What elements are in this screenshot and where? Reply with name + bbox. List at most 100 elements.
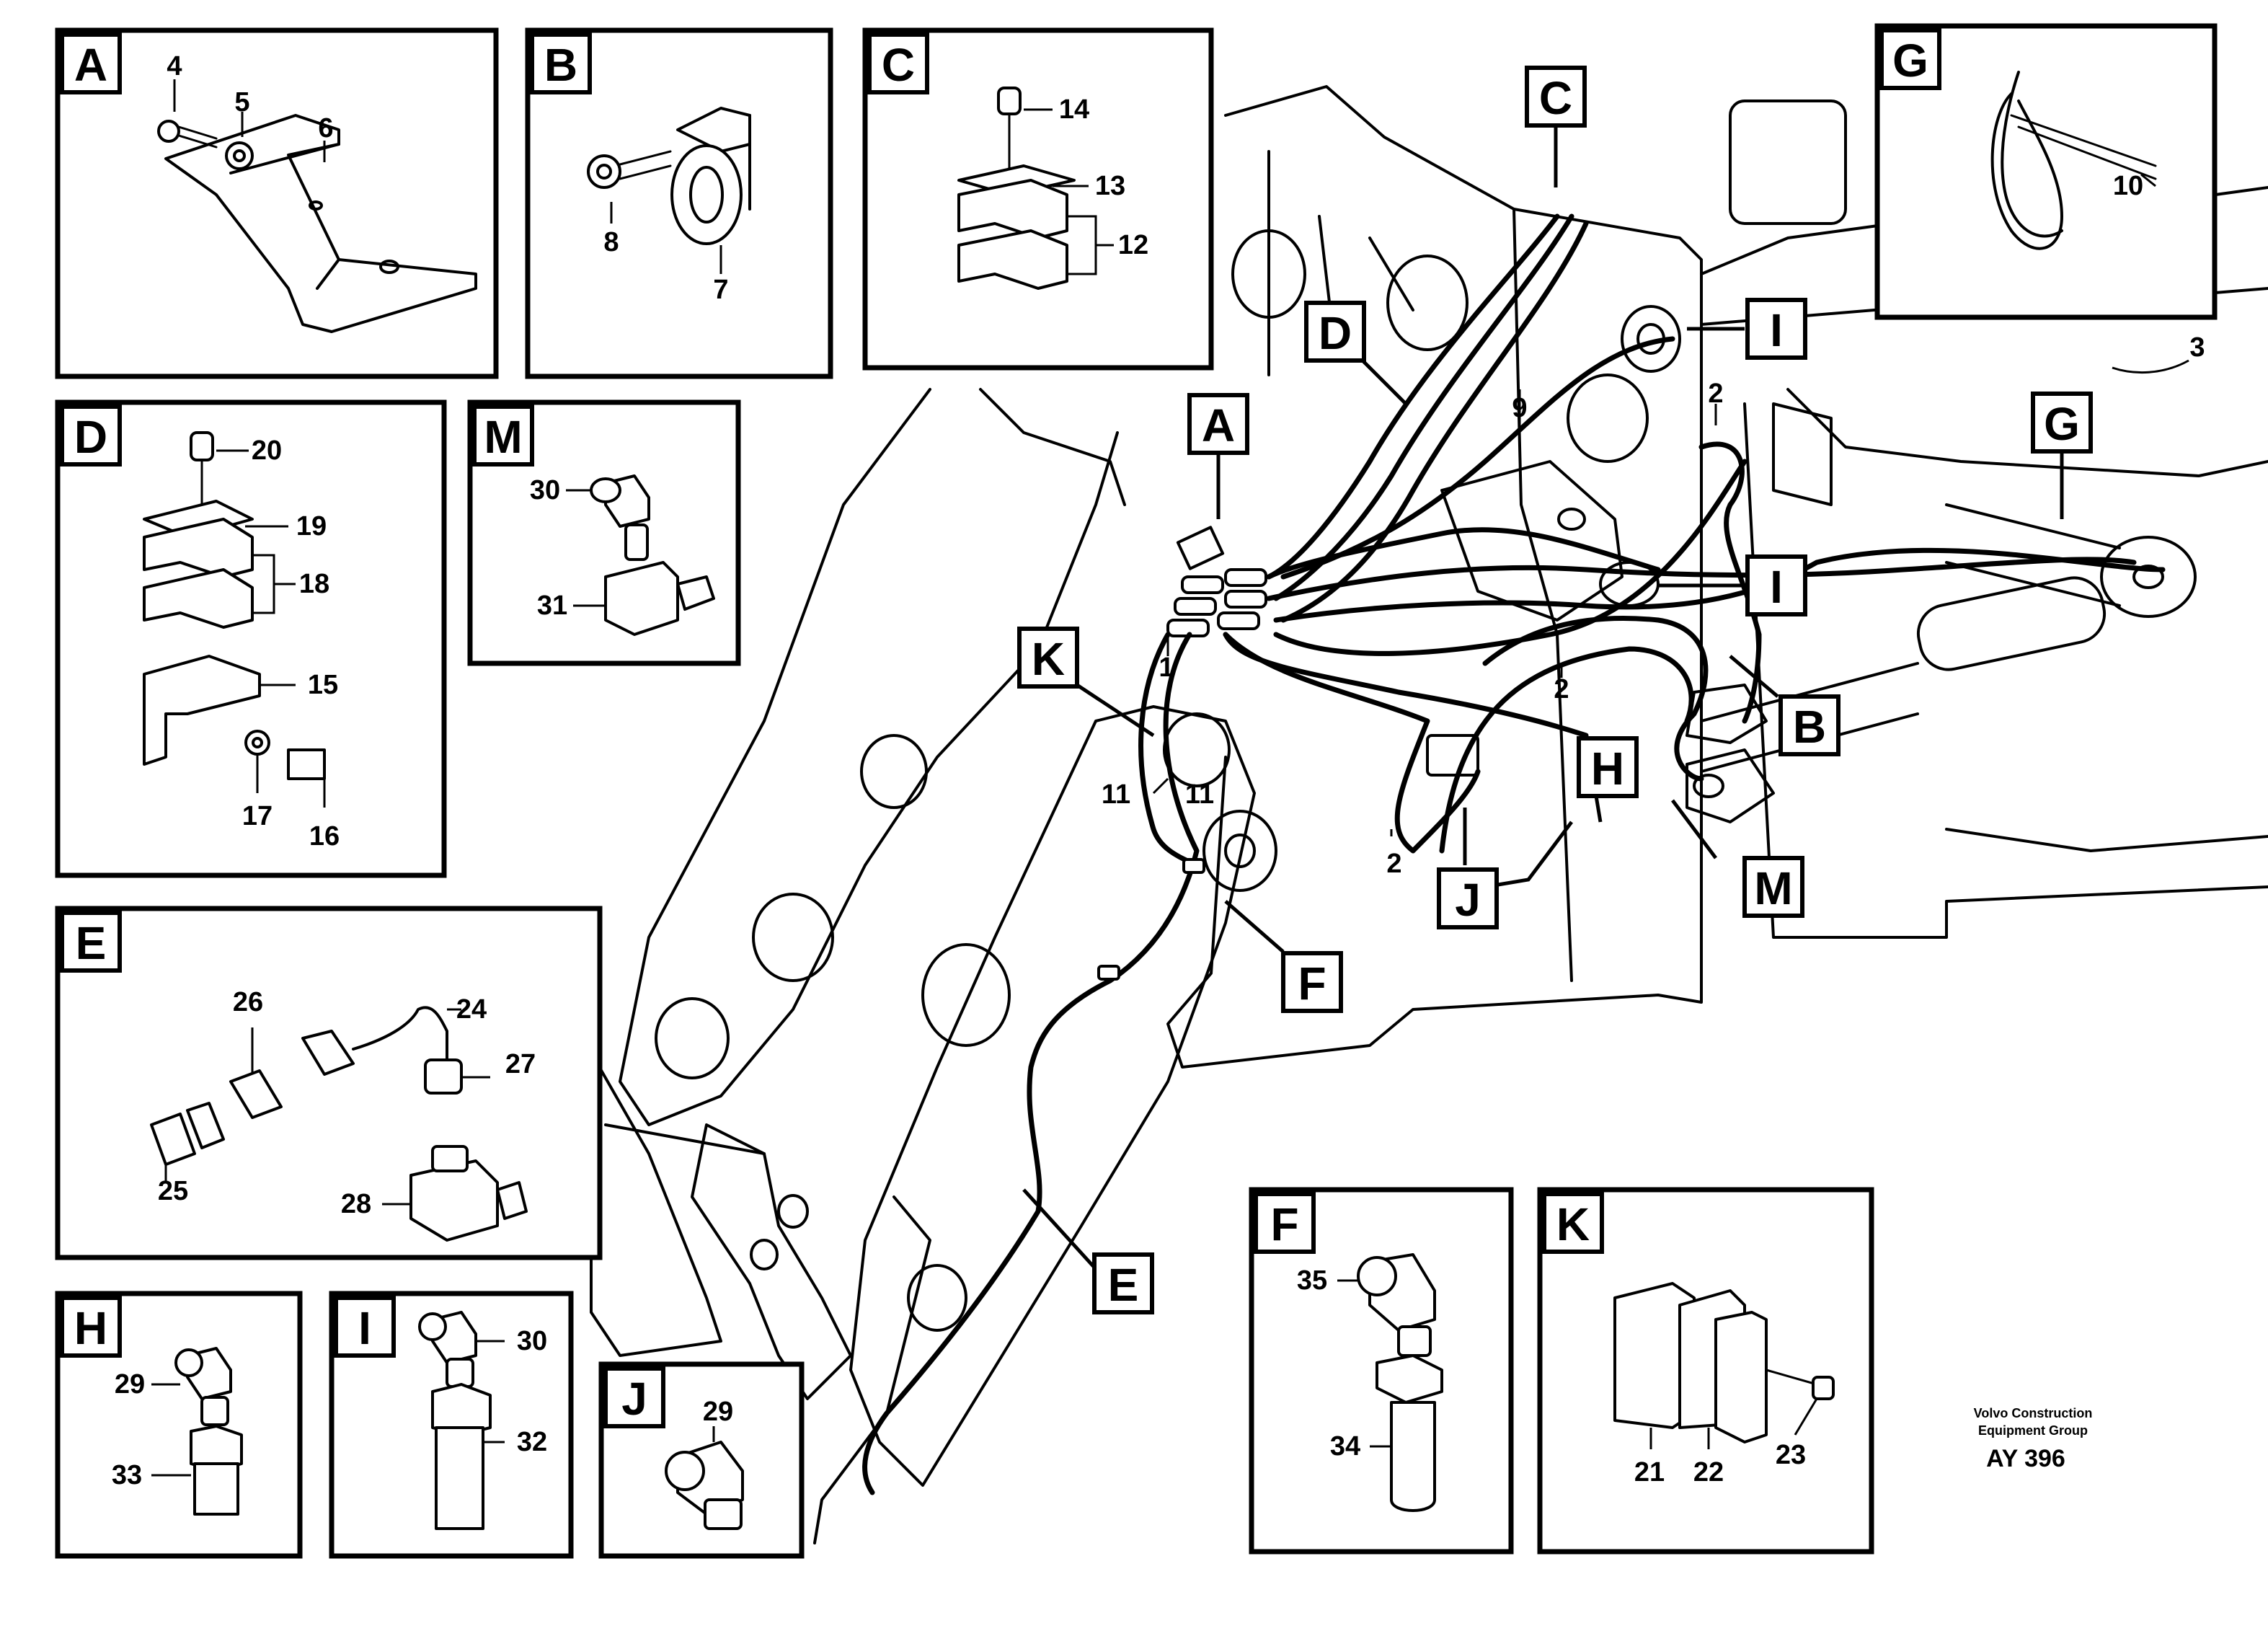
part-number: 6 [318,113,333,143]
part-number: 30 [517,1326,547,1356]
part-number: 25 [158,1176,188,1206]
part-number: 11 [1102,779,1130,810]
svg-text:G: G [2044,398,2080,450]
svg-text:E: E [76,917,107,969]
credit-line-2: Equipment Group [1978,1423,2088,1438]
part-number: 20 [252,436,282,466]
panel-part-numbers: 4 5 6 8 7 14 13 12 20 19 18 15 17 16 30 … [112,51,2143,1490]
part-number: 29 [115,1369,145,1400]
svg-text:A: A [1202,399,1235,451]
main-callouts: C D A I I G K B H M J F E [1017,66,2093,1314]
svg-text:H: H [74,1302,107,1354]
svg-text:H: H [1591,743,1624,795]
svg-text:K: K [1032,633,1065,685]
svg-text:I: I [1770,304,1783,356]
panel-tag-k[interactable]: K [1542,1192,1604,1254]
panel-tag-j[interactable]: J [603,1366,665,1428]
panel-tag-m[interactable]: M [472,404,534,467]
part-number: 15 [308,670,338,700]
part-number: 31 [537,591,567,621]
part-number: 10 [2113,171,2143,201]
part-number: 2 [1386,849,1401,879]
part-number: 30 [530,475,560,505]
panel-tags: A B C D M E G F K H I J [60,28,1941,1428]
part-number: 16 [309,821,340,852]
part-number: 32 [517,1427,547,1457]
svg-text:B: B [544,39,577,91]
svg-text:M: M [484,411,522,463]
part-number: 2 [1554,674,1569,704]
part-number: 17 [242,801,273,831]
detail-panel-e [55,906,603,1260]
part-number: 9 [1512,393,1527,423]
svg-text:I: I [1770,561,1783,613]
callout-g[interactable]: G [2031,392,2093,454]
part-number: 12 [1118,230,1148,260]
part-number: 11 [1185,779,1214,810]
part-number: 28 [341,1189,371,1219]
part-number: 14 [1059,94,1089,125]
part-number: 29 [703,1397,733,1427]
callout-j[interactable]: J [1437,867,1499,929]
svg-text:M: M [1754,862,1792,914]
panel-tag-h[interactable]: H [60,1296,122,1358]
svg-text:G: G [1892,35,1928,87]
part-number: 18 [299,569,329,599]
part-number: 3 [2189,332,2205,363]
part-number: 7 [713,275,728,305]
svg-text:E: E [1108,1259,1139,1311]
part-number: 13 [1095,171,1125,201]
panel-tag-g[interactable]: G [1879,28,1941,90]
panel-tag-b[interactable]: B [530,32,592,94]
callout-f[interactable]: F [1281,951,1343,1013]
svg-text:F: F [1270,1198,1298,1250]
part-number: 23 [1776,1440,1806,1470]
panel-tag-i[interactable]: I [334,1296,396,1358]
part-number: 22 [1693,1457,1724,1487]
part-number: 33 [112,1460,142,1490]
part-number: 27 [505,1049,536,1079]
panel-tag-e[interactable]: E [60,911,122,973]
callout-e[interactable]: E [1092,1252,1154,1314]
svg-text:C: C [882,39,915,91]
panel-tag-c[interactable]: C [867,32,929,94]
callout-a[interactable]: A [1187,393,1249,455]
panel-tag-f[interactable]: F [1254,1192,1316,1254]
svg-text:D: D [1319,307,1352,359]
part-number: 4 [167,51,182,81]
callout-b[interactable]: B [1778,694,1840,756]
callout-i-upper[interactable]: I [1745,298,1807,360]
callout-k[interactable]: K [1017,627,1079,689]
part-number: 5 [234,87,249,118]
panel-tag-a[interactable]: A [60,32,122,94]
part-number: 1 [1159,653,1174,683]
svg-text:C: C [1539,72,1572,124]
svg-text:D: D [74,411,107,463]
part-number: 34 [1330,1431,1360,1462]
credit-line-1: Volvo Construction [1974,1406,2093,1420]
credit-block: Volvo Construction Equipment Group AY 39… [1974,1406,2093,1472]
drawing-code: AY 396 [1986,1445,2065,1472]
detail-panel-c [862,27,1214,371]
part-number: 2 [1708,379,1723,409]
svg-text:I: I [358,1302,371,1354]
part-number: 24 [456,994,487,1025]
detail-panel-a [55,27,499,379]
callout-d[interactable]: D [1304,301,1366,363]
detail-panel-d [55,399,447,878]
svg-text:B: B [1793,701,1826,753]
callout-h[interactable]: H [1577,736,1639,798]
part-number: 35 [1297,1265,1327,1296]
main-part-numbers: 9 3 2 2 2 1 11 11 [1102,332,2205,879]
part-number: 8 [603,227,619,257]
part-number: 19 [296,511,327,541]
callout-c[interactable]: C [1525,66,1587,128]
svg-text:A: A [74,39,107,91]
callout-m[interactable]: M [1742,856,1804,918]
panel-tag-d[interactable]: D [60,404,122,467]
leader-lines [151,79,2189,1477]
callout-i-lower[interactable]: I [1745,554,1807,616]
svg-text:F: F [1298,958,1326,1009]
